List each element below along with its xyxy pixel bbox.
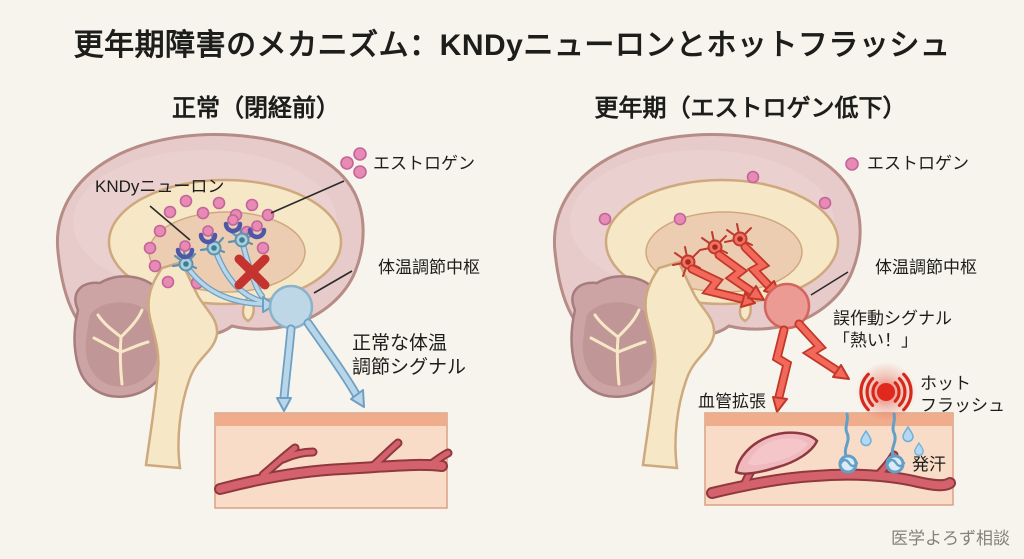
- hyperactive-neuron: [724, 223, 753, 247]
- hot-flash-icon: [856, 362, 916, 422]
- hyperactive-neuron: [699, 231, 728, 255]
- blood-vessel-normal: [214, 438, 453, 495]
- label-normal-signal: 正常な体温 調節シグナル: [352, 332, 466, 381]
- watermark: 医学よろず相談: [891, 529, 1010, 548]
- label-thermo-center-right: 体温調節中枢: [875, 258, 977, 277]
- skin-cross-section-left: [214, 412, 453, 509]
- label-estrogen-left: エストロゲン: [373, 154, 475, 173]
- label-thermo-center-left: 体温調節中枢: [378, 258, 480, 277]
- page-title: 更年期障害のメカニズム：KNDyニューロンとホットフラッシュ: [73, 29, 951, 62]
- estrogen-legend-dots-left: [340, 147, 367, 179]
- leader-line-center-right: [810, 271, 849, 296]
- label-kndy-neuron: KNDyニューロン: [95, 177, 225, 196]
- label-vasodilation: 血管拡張: [698, 392, 766, 411]
- right-brain-illustration: [552, 133, 956, 506]
- estrogen-legend-dot-right: [845, 157, 859, 171]
- label-sweating: 発汗: [912, 455, 946, 474]
- leader-line-center-left: [313, 270, 353, 294]
- estrogen-dots-right: [598, 170, 832, 226]
- heading-normal: 正常（閉経前）: [172, 95, 340, 122]
- label-error-signal-line1: 誤作動シグナル: [833, 309, 952, 328]
- block-x-icon: [234, 254, 270, 290]
- label-normal-signal-line1: 正常な体温: [352, 333, 448, 354]
- left-brain-illustration: [55, 133, 453, 509]
- label-error-signal-line2: 「熱い！」: [833, 330, 918, 350]
- label-normal-signal-line2: 調節シグナル: [352, 357, 467, 379]
- label-error-signal: 誤作動シグナル 「熱い！」: [833, 308, 952, 352]
- malfunction-signal-arrows-out: [771, 319, 850, 413]
- leader-line-kndy: [149, 205, 191, 241]
- label-hot-flash: ホット フラッシュ: [920, 373, 1005, 417]
- leader-line-estrogen-left: [270, 180, 345, 214]
- heading-menopause: 更年期（エストロゲン低下）: [594, 95, 907, 122]
- estrogen-receptor-icon: [175, 214, 267, 260]
- hyperactive-neurons: [672, 223, 753, 277]
- label-estrogen-right: エストロゲン: [867, 154, 969, 173]
- label-hot-flash-line1: ホット: [920, 374, 971, 393]
- normal-signal-arrows: [276, 318, 365, 412]
- vessel-bulge: [734, 431, 819, 475]
- kndy-neuron: [227, 225, 254, 248]
- kndy-neurons: [171, 214, 267, 272]
- malfunction-signal-arrows-in: [687, 242, 781, 308]
- skin-cross-section-right: [704, 412, 956, 506]
- label-hot-flash-line2: フラッシュ: [920, 395, 1005, 415]
